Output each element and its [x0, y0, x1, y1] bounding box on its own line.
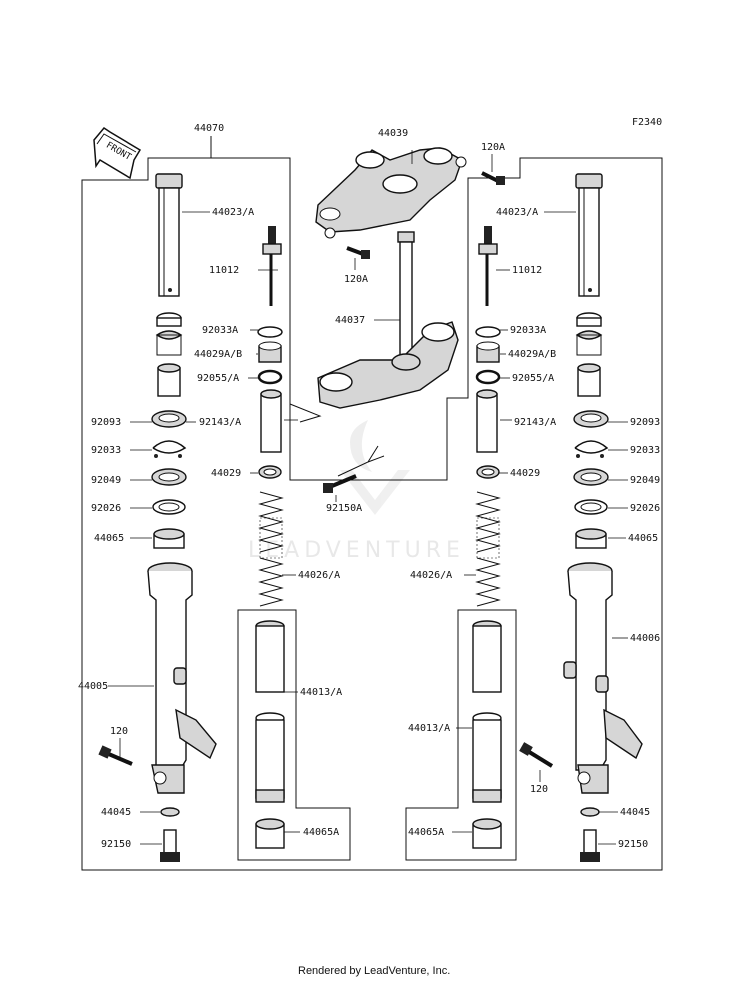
label-44013A-left: 44013/A — [300, 687, 342, 698]
label-92143A-right: 92143/A — [514, 417, 556, 428]
watermark-text: LEADVENTURE — [248, 538, 465, 563]
label-92093-right: 92093 — [630, 417, 660, 428]
label-92055A-right: 92055/A — [512, 373, 554, 384]
label-92033-left: 92033 — [91, 445, 121, 456]
label-44045-right: 44045 — [620, 807, 650, 818]
label-44065A-left: 44065A — [303, 827, 339, 838]
label-92033A-right: 92033A — [510, 325, 546, 336]
diagram-code: F2340 — [632, 117, 662, 128]
label-92026-left: 92026 — [91, 503, 121, 514]
label-44026A-right: 44026/A — [410, 570, 452, 581]
triple-clamps — [289, 147, 505, 493]
label-92143A-left: 92143/A — [199, 417, 241, 428]
label-44023A-right: 44023/A — [496, 207, 538, 218]
label-44005: 44005 — [78, 681, 108, 692]
assembly-outlines — [81, 136, 663, 871]
label-92150-left: 92150 — [101, 839, 131, 850]
label-120-right: 120 — [530, 784, 548, 795]
label-120A-top: 120A — [481, 142, 505, 153]
label-92093-left: 92093 — [91, 417, 121, 428]
right-fork-parts — [472, 173, 643, 862]
front-arrow-icon: FRONT — [93, 127, 142, 180]
label-92049-left: 92049 — [91, 475, 121, 486]
label-120-left: 120 — [110, 726, 128, 737]
label-120A-mid: 120A — [344, 274, 368, 285]
label-92033-right: 92033 — [630, 445, 660, 456]
label-44065A-right: 44065A — [408, 827, 444, 838]
label-44029AB-right: 44029A/B — [508, 349, 556, 360]
label-44039: 44039 — [378, 128, 408, 139]
label-44065-right: 44065 — [628, 533, 658, 544]
label-44026A-left: 44026/A — [298, 570, 340, 581]
label-44045-left: 44045 — [101, 807, 131, 818]
watermark: LEADVENTURE — [248, 420, 465, 563]
leader-lines — [108, 150, 628, 845]
label-92033A-left: 92033A — [202, 325, 238, 336]
label-92026-right: 92026 — [630, 503, 660, 514]
label-44037: 44037 — [335, 315, 365, 326]
label-92150A: 92150A — [326, 503, 362, 514]
label-44006: 44006 — [630, 633, 660, 644]
label-44013A-right: 44013/A — [408, 723, 450, 734]
label-11012-left: 11012 — [209, 265, 239, 276]
label-44065-left: 44065 — [94, 533, 124, 544]
label-92150-right: 92150 — [618, 839, 648, 850]
label-92049-right: 92049 — [630, 475, 660, 486]
label-44070: 44070 — [194, 123, 224, 134]
label-44029-right: 44029 — [510, 468, 540, 479]
label-11012-right: 11012 — [512, 265, 542, 276]
label-92055A-left: 92055/A — [197, 373, 239, 384]
label-44029-left: 44029 — [211, 468, 241, 479]
part-labels: 44070 44039 120A 44023/A 44023/A 11012 1… — [78, 123, 660, 850]
footer-credit: Rendered by LeadVenture, Inc. — [298, 965, 450, 977]
label-44029AB-left: 44029A/B — [194, 349, 242, 360]
label-44023A-left: 44023/A — [212, 207, 254, 218]
left-fork-parts — [98, 173, 285, 862]
